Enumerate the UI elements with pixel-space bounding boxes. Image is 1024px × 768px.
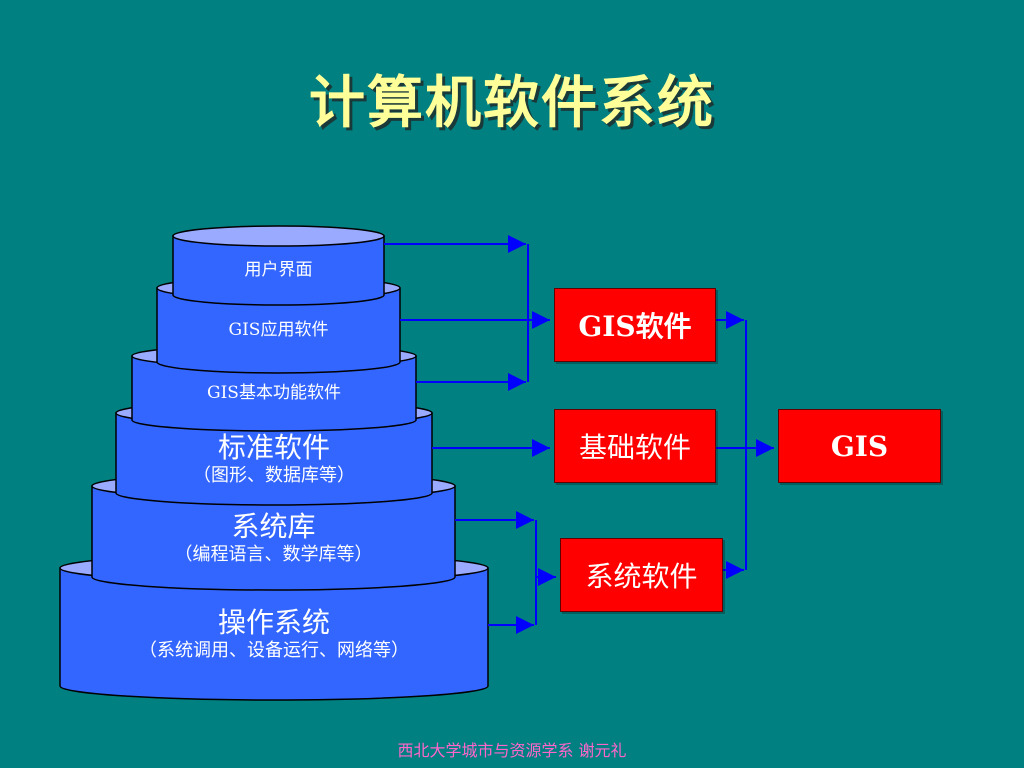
page-title: 计算机软件系统	[309, 71, 715, 136]
system-software-label: 系统软件	[585, 560, 698, 593]
layer-body-5	[59, 567, 489, 701]
layer-stack	[59, 225, 489, 701]
layer-label-2: GIS基本功能软件	[132, 367, 416, 420]
layer-top-0	[172, 225, 385, 247]
layer-body-1	[156, 287, 401, 374]
layer-body-2	[131, 355, 417, 432]
layer-sub-text-4: （编程语言、数学库等）	[174, 544, 373, 566]
layer-label-1: GIS应用软件	[157, 299, 400, 362]
layer-main-text-5: 操作系统	[217, 606, 330, 640]
layer-main-text-1: GIS应用软件	[228, 319, 329, 340]
layer-body-4	[91, 485, 456, 591]
layer-main-text-4: 系统库	[231, 510, 316, 544]
layer-label-0: 用户界面	[173, 246, 384, 295]
gis-box: GIS	[778, 409, 941, 483]
gis-software-label: GIS软件	[578, 310, 692, 343]
base-software-box: 基础软件	[554, 409, 716, 483]
layer-label-4: 系统库（编程语言、数学库等）	[92, 499, 455, 577]
gis-label: GIS	[830, 429, 889, 463]
layer-main-text-0: 用户界面	[244, 259, 313, 280]
layer-sub-text-3: （图形、数据库等）	[193, 465, 355, 487]
layer-label-5: 操作系统（系统调用、设备运行、网络等）	[60, 582, 488, 686]
system-software-box: 系统软件	[560, 538, 723, 612]
connector-arrows	[384, 235, 774, 634]
layer-sub-text-5: （系统调用、设备运行、网络等）	[139, 640, 409, 662]
gis-software-box: GIS软件	[554, 288, 716, 362]
base-software-label: 基础软件	[578, 431, 691, 464]
layer-body-3	[115, 412, 433, 506]
layer-main-text-2: GIS基本功能软件	[207, 382, 341, 403]
footer-credit: 西北大学城市与资源学系 谢元礼	[397, 741, 627, 760]
layer-label-3: 标准软件（图形、数据库等）	[116, 425, 432, 493]
layer-body-0	[172, 235, 385, 306]
layer-main-text-3: 标准软件	[217, 431, 330, 465]
layer-cylinder-0	[172, 225, 385, 306]
